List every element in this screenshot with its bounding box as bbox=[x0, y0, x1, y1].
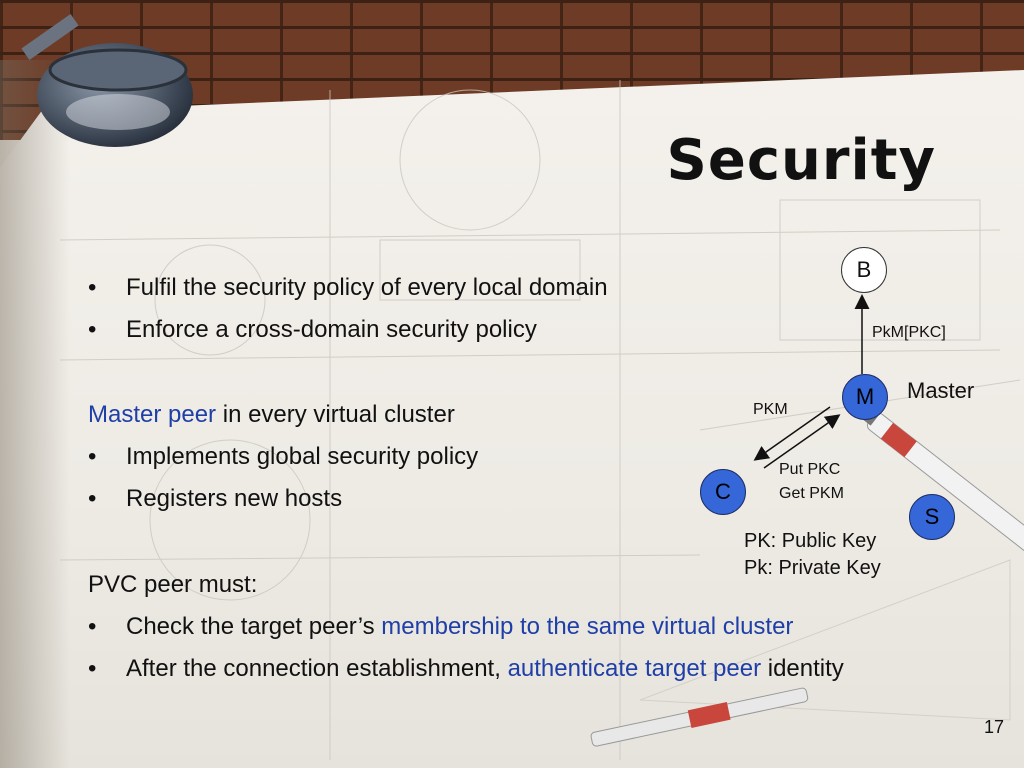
master-peer-heading: Master peer in every virtual cluster bbox=[88, 401, 455, 429]
bullet-glyph: • bbox=[88, 485, 97, 512]
pvc-heading: PVC peer must: bbox=[88, 571, 258, 598]
bullet-text: After the connection establishment, auth… bbox=[126, 655, 844, 683]
bullet-text: Check the target peer’s membership to th… bbox=[126, 613, 793, 641]
page-number: 17 bbox=[983, 717, 1004, 737]
arrow-m-to-c bbox=[753, 406, 831, 461]
bullet-text: Implements global security policy bbox=[126, 443, 479, 470]
label-pkm-pkc: PkM[PKC] bbox=[872, 324, 946, 341]
bullet-glyph: • bbox=[88, 655, 97, 682]
membership-highlight: membership to the same virtual cluster bbox=[381, 613, 794, 640]
node-s: S bbox=[909, 494, 955, 540]
label-pkm: PKM bbox=[753, 401, 788, 418]
bullet-glyph: • bbox=[88, 443, 97, 470]
paper-shadow bbox=[0, 60, 70, 768]
label-put-pkc: Put PKC bbox=[779, 461, 841, 478]
bullet-text: Enforce a cross-domain security policy bbox=[126, 316, 537, 343]
check-prefix: Check the target peer’s bbox=[126, 613, 382, 640]
auth-suffix: identity bbox=[761, 655, 844, 682]
bullet-glyph: • bbox=[88, 274, 97, 301]
legend-private-key: Pk: Private Key bbox=[744, 557, 881, 579]
slide-title: Security bbox=[666, 128, 936, 193]
node-c: C bbox=[700, 469, 746, 515]
legend-public-key: PK: Public Key bbox=[744, 530, 877, 552]
blueprint-paper-background bbox=[0, 70, 1024, 768]
bullet-text: Registers new hosts bbox=[126, 485, 343, 512]
auth-prefix: After the connection establishment, bbox=[126, 655, 508, 682]
node-b: B bbox=[841, 247, 887, 293]
label-get-pkm: Get PKM bbox=[779, 485, 844, 502]
master-peer-highlight: Master peer bbox=[88, 401, 217, 428]
label-master: Master bbox=[907, 378, 975, 403]
bullet-glyph: • bbox=[88, 613, 97, 640]
node-m: M bbox=[842, 374, 888, 420]
bullet-glyph: • bbox=[88, 316, 97, 343]
desk-lamp-decoration bbox=[21, 14, 193, 147]
master-peer-rest: in every virtual cluster bbox=[216, 401, 455, 428]
arrow-c-to-m bbox=[763, 414, 841, 469]
authenticate-highlight: authenticate target peer bbox=[507, 655, 762, 682]
bullet-text: Fulfil the security policy of every loca… bbox=[126, 274, 608, 301]
